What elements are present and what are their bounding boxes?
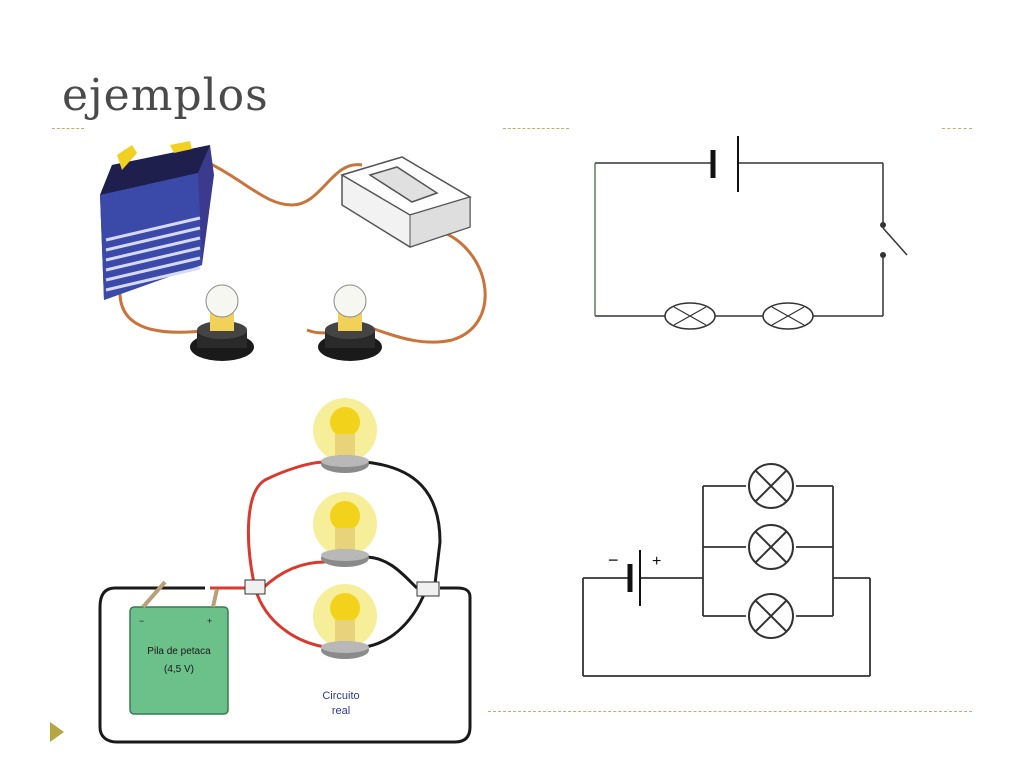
schematic-plus: + — [652, 553, 661, 570]
flat-battery — [100, 141, 214, 300]
lamp-symbol — [748, 524, 794, 570]
title-rule-left — [52, 128, 84, 129]
glowing-bulb — [313, 398, 377, 473]
open-switch-symbol — [880, 222, 908, 258]
battery-label-line2: (4,5 V) — [164, 664, 194, 675]
wire — [186, 151, 363, 207]
wire — [364, 460, 442, 585]
bulb-with-socket — [190, 284, 254, 361]
terminal-block — [416, 581, 440, 597]
bulb-with-socket — [318, 284, 382, 361]
lamp-symbol — [748, 593, 794, 639]
lamp-symbol — [664, 302, 716, 330]
terminal-block — [244, 579, 266, 595]
wire — [253, 587, 326, 649]
slide-title: ejemplos — [62, 70, 269, 121]
glowing-bulb — [313, 584, 377, 659]
battery-plus: + — [207, 616, 212, 626]
lamp-symbol — [762, 302, 814, 330]
glowing-bulb — [313, 492, 377, 567]
wire — [98, 586, 472, 744]
parallel-circuit-illustration: − + Pila de petaca (4,5 V) Circui — [95, 392, 485, 747]
series-circuit-illustration — [92, 135, 502, 375]
lamp-symbol — [748, 463, 794, 509]
battery-symbol — [627, 550, 641, 606]
wire — [364, 555, 419, 590]
battery-label-line1: Pila de petaca — [147, 646, 211, 657]
title-rule-right — [942, 128, 972, 129]
footer-rule — [488, 711, 972, 712]
flat-battery-4-5v: − + Pila de petaca (4,5 V) — [129, 580, 229, 715]
caption-line2: real — [332, 705, 350, 717]
title-rule-middle — [503, 128, 569, 129]
caption-line1: Circuito — [322, 690, 359, 702]
series-circuit-schematic — [585, 128, 935, 343]
slide-bullet-arrow — [50, 722, 64, 742]
battery-minus: − — [139, 616, 144, 626]
wire — [261, 560, 326, 590]
battery-symbol — [710, 136, 739, 192]
parallel-circuit-schematic: − + — [578, 458, 878, 693]
rocker-switch — [340, 156, 472, 248]
wire — [376, 231, 487, 344]
schematic-minus: − — [608, 550, 619, 570]
wire — [364, 591, 427, 649]
wire — [247, 460, 326, 589]
